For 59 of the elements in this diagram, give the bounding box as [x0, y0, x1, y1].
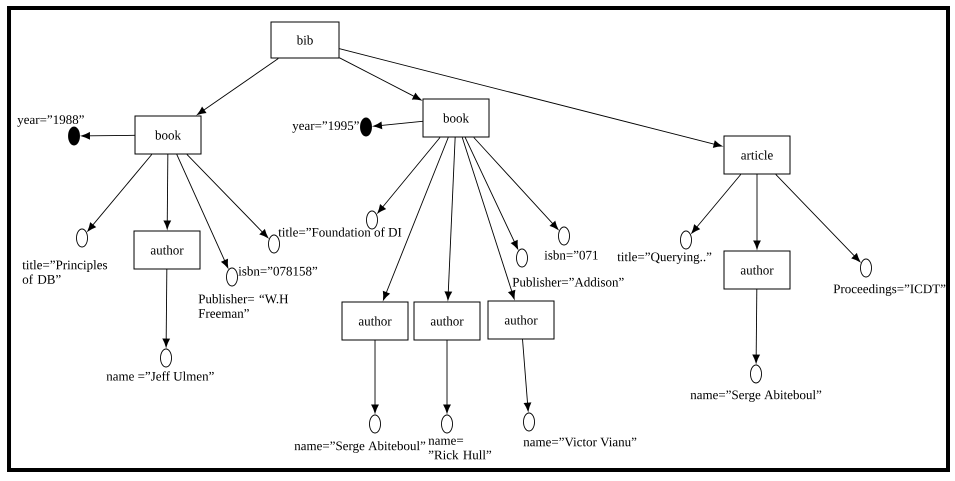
attribute-label: Proceedings=”ICDT”	[834, 284, 946, 296]
arrow	[371, 340, 379, 414]
attribute-label: title=”Querying..”	[617, 252, 712, 264]
attribute-oval	[226, 268, 238, 286]
element-box: author	[414, 302, 480, 340]
arrow	[81, 132, 135, 140]
arrow	[752, 289, 760, 364]
element-box: book	[134, 116, 202, 154]
attribute-oval	[680, 230, 692, 250]
arrow	[339, 57, 422, 100]
attribute-oval	[750, 364, 762, 384]
arrow	[775, 174, 860, 262]
arrow	[339, 48, 722, 148]
attribute-label: name=”Serge Abiteboul”	[690, 390, 822, 402]
attribute-oval	[860, 258, 872, 278]
attribute-label: title=”Principles of DB”	[22, 260, 108, 284]
attribute-label: year=”1995”	[292, 121, 359, 133]
arrow	[691, 174, 742, 234]
element-box: author	[724, 250, 790, 290]
arrow	[443, 340, 451, 414]
element-box: book	[422, 98, 490, 138]
arrow	[373, 120, 423, 130]
attribute-oval	[441, 414, 453, 434]
attribute-oval	[523, 412, 535, 432]
element-box: author	[134, 230, 200, 270]
attribute-label: isbn=”078158”	[238, 266, 318, 276]
arrow	[382, 137, 449, 300]
attribute-label: year=”1988”	[17, 115, 84, 127]
element-box: author	[488, 300, 554, 340]
attribute-label: title=”Foundation of DI	[278, 227, 402, 237]
arrow	[377, 137, 440, 214]
arrow	[444, 137, 456, 300]
attribute-label: name= ”Rick Hull”	[428, 438, 492, 460]
element-box: bib	[270, 22, 340, 58]
attribute-oval	[160, 348, 172, 368]
arrow	[464, 137, 518, 250]
arrow	[176, 154, 228, 268]
attribute-label: Publisher=”Addison”	[512, 277, 624, 287]
arrow	[197, 58, 279, 115]
arrow	[462, 137, 516, 300]
attribute-label: isbn=”071	[544, 250, 598, 260]
attribute-oval	[268, 234, 280, 254]
attribute-label: name =”Jeff Ulmen”	[106, 371, 214, 381]
element-box: article	[724, 136, 790, 174]
arrow	[87, 154, 152, 232]
attribute-oval	[76, 228, 88, 248]
attribute-label: name=”Victor Vianu”	[524, 438, 636, 446]
arrow	[164, 154, 171, 230]
attribute-oval	[558, 226, 570, 246]
attribute-label: Publisher= “W.H Freeman”	[198, 294, 288, 318]
attribute-oval	[516, 248, 528, 268]
attribute-oval	[369, 414, 381, 434]
arrow	[162, 269, 170, 348]
arrow	[186, 154, 268, 238]
arrow	[522, 339, 532, 412]
attribute-label: name=”Serge Abiteboul”	[294, 441, 426, 453]
arrow	[473, 137, 558, 230]
arrow	[753, 174, 761, 250]
element-box: author	[342, 302, 408, 340]
